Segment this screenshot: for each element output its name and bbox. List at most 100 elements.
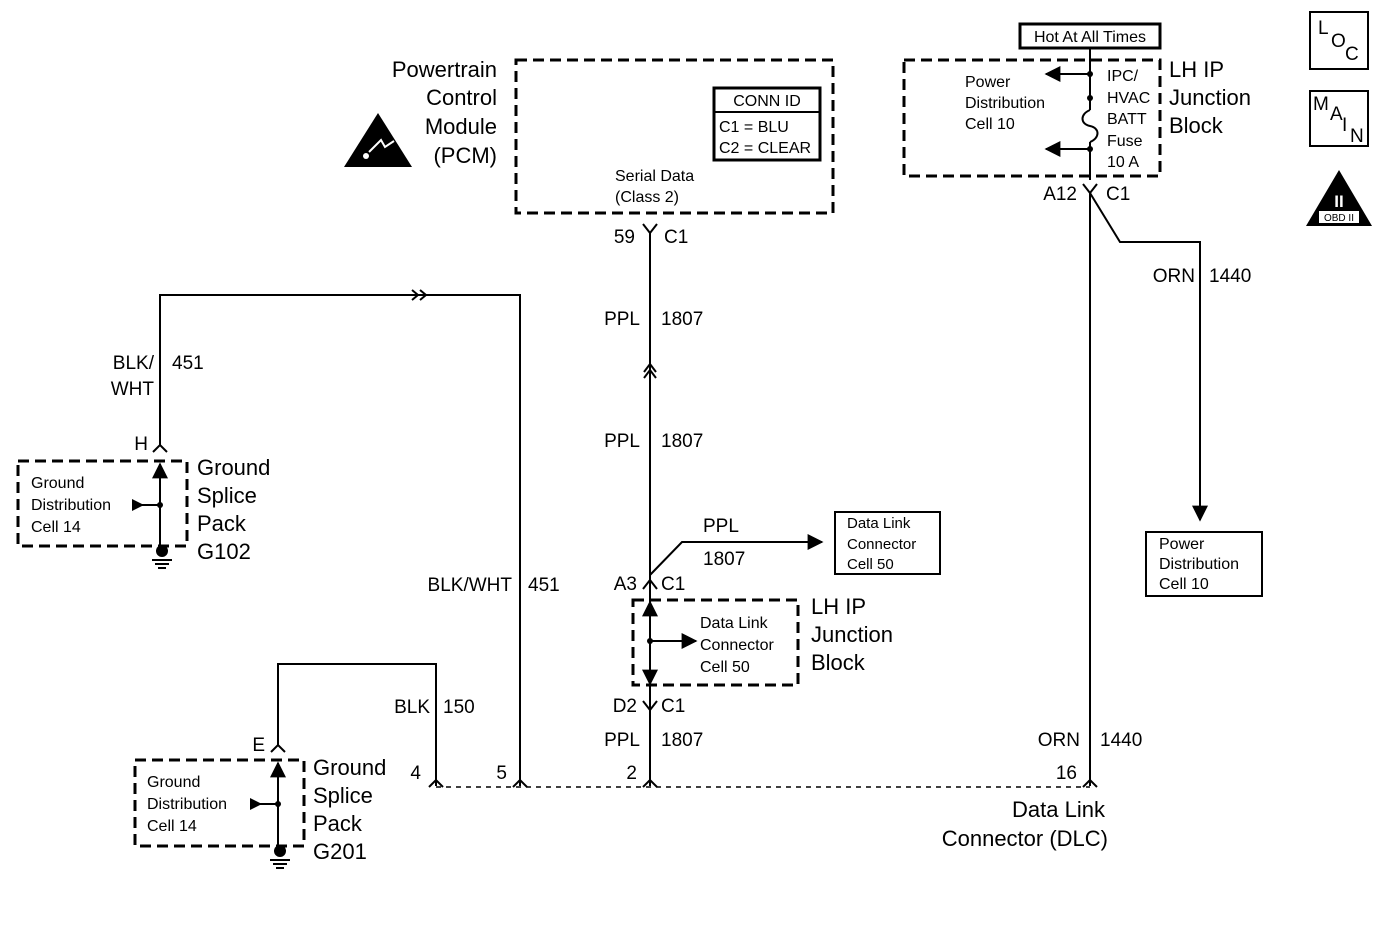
splice-pack-outline: [133, 758, 306, 848]
inner-line-1: Data Link: [700, 615, 769, 632]
name-line-2: Junction: [811, 622, 893, 647]
conn-c1: C1: [1106, 184, 1130, 205]
wire-label-blk-wht: BLK/WHT: [428, 575, 513, 596]
esd-warning-icon: [344, 113, 412, 167]
wire-label-orn: ORN: [1038, 730, 1080, 751]
name-line-2: Splice: [313, 783, 373, 808]
svg-text:C: C: [1345, 44, 1359, 65]
junction-block-outline: [631, 598, 800, 687]
name-line-3: Block: [811, 650, 866, 675]
serial-data-class: (Class 2): [615, 189, 679, 206]
connector-symbol: [642, 578, 658, 590]
junction-block-outline: [902, 58, 1162, 178]
name-line-2: Junction: [1169, 85, 1251, 110]
inner-line-3: Cell 14: [31, 519, 81, 536]
name-line-2: Splice: [197, 483, 257, 508]
inner-line-2: Connector: [700, 637, 774, 654]
conn-c1: C1: [661, 574, 685, 595]
dlc-pin-2: 2: [626, 763, 637, 784]
dlc-pin-2-symbol: [642, 778, 658, 788]
ground-splice-pack-g102: H Ground Distribution Cell 14 Ground Spl…: [16, 434, 270, 569]
fuse-line-3: BATT: [1107, 111, 1147, 128]
wire-label-1440: 1440: [1100, 730, 1142, 751]
name-line-3: Pack: [313, 811, 363, 836]
dlc-pin-16: 16: [1056, 763, 1077, 784]
conn-id-row-2: C2 = CLEAR: [719, 140, 811, 157]
ground-icon: [274, 845, 286, 857]
wire-ppl-branch: [649, 534, 824, 576]
wire-label-ppl: PPL: [703, 516, 739, 537]
pcm-pin-59: 59: [614, 227, 635, 248]
svg-text:A: A: [1330, 104, 1343, 125]
wire-label-451: 451: [528, 575, 560, 596]
power-dist-ref-box: Power Distribution Cell 10: [1145, 531, 1263, 597]
ref-box-line-2: Distribution: [1159, 556, 1239, 573]
dlc-name-line-2: Connector (DLC): [942, 826, 1108, 851]
wire-label-wht: WHT: [111, 379, 155, 400]
pin-a3: A3: [614, 574, 637, 595]
serial-data-label: Serial Data: [615, 168, 694, 185]
ref-box-line-3: Cell 50: [847, 556, 894, 573]
pcm-name-line-4: (PCM): [433, 143, 497, 168]
wire-label-1807: 1807: [661, 431, 703, 452]
svg-text:O: O: [1331, 31, 1346, 52]
ref-box-line-3: Cell 10: [1159, 576, 1209, 593]
connector-symbol: [642, 700, 658, 712]
name-line-3: Pack: [197, 511, 247, 536]
dlc-pin-5: 5: [496, 763, 507, 784]
name-line-1: Ground: [197, 455, 270, 480]
connector-symbol: [270, 743, 286, 753]
wire-label-451: 451: [172, 353, 204, 374]
dlc-pin-4: 4: [410, 763, 421, 784]
power-dist-line-2: Distribution: [965, 95, 1045, 112]
wire-label-ppl: PPL: [604, 431, 640, 452]
power-dist-line-3: Cell 10: [965, 116, 1015, 133]
pin-e: E: [252, 735, 265, 756]
ref-box-line-2: Connector: [847, 536, 916, 553]
connector-symbol: [1082, 183, 1098, 195]
inner-line-1: Ground: [31, 475, 84, 492]
ground-symbol-icon: [270, 859, 290, 869]
name-line-4: G201: [313, 839, 367, 864]
pcm-outline: [514, 58, 835, 215]
wire-label-orn: ORN: [1153, 266, 1195, 287]
dlc-pin-4-symbol: [428, 778, 444, 788]
hot-at-all-times-box: Hot At All Times: [1018, 22, 1162, 50]
name-line-3: Block: [1169, 113, 1224, 138]
fuse-line-2: HVAC: [1107, 90, 1150, 107]
loc-icon[interactable]: L O C: [1309, 11, 1369, 70]
hot-label: Hot At All Times: [1034, 29, 1146, 46]
splice-pack-outline: [16, 459, 189, 548]
svg-text:L: L: [1318, 18, 1329, 39]
inner-line-3: Cell 50: [700, 659, 750, 676]
wire-label-blk: BLK: [394, 697, 430, 718]
wire-label-1807: 1807: [661, 309, 703, 330]
wire-label-1807: 1807: [703, 549, 745, 570]
inner-line-2: Distribution: [31, 497, 111, 514]
name-line-1: LH IP: [811, 594, 866, 619]
inline-connector-symbol: [411, 289, 428, 301]
conn-id-title: CONN ID: [733, 93, 801, 110]
obd-ii-icon[interactable]: II OBD II: [1306, 170, 1372, 226]
dlc-pin-5-symbol: [512, 778, 528, 788]
wire-blk-150: [277, 663, 437, 786]
ground-symbol-icon: [152, 559, 172, 569]
pin-h: H: [134, 434, 148, 455]
ground-icon: [156, 545, 168, 557]
svg-text:I: I: [1342, 115, 1347, 136]
ref-box-line-1: Data Link: [847, 515, 911, 532]
name-line-1: LH IP: [1169, 57, 1224, 82]
pcm-name-line-2: Control: [426, 85, 497, 110]
fuse-line-4: Fuse: [1107, 133, 1143, 150]
svg-text:M: M: [1313, 94, 1329, 115]
conn-id-row-1: C1 = BLU: [719, 119, 789, 136]
inner-line-2: Distribution: [147, 796, 227, 813]
wire-label-ppl: PPL: [604, 309, 640, 330]
pcm-name-line-1: Powertrain: [392, 57, 497, 82]
pcm-conn-c1: C1: [664, 227, 688, 248]
wire-label-1807: 1807: [661, 730, 703, 751]
main-icon[interactable]: M A I N: [1309, 90, 1369, 147]
inner-line-3: Cell 14: [147, 818, 197, 835]
svg-text:II: II: [1334, 192, 1343, 211]
pin-a12: A12: [1043, 184, 1077, 205]
